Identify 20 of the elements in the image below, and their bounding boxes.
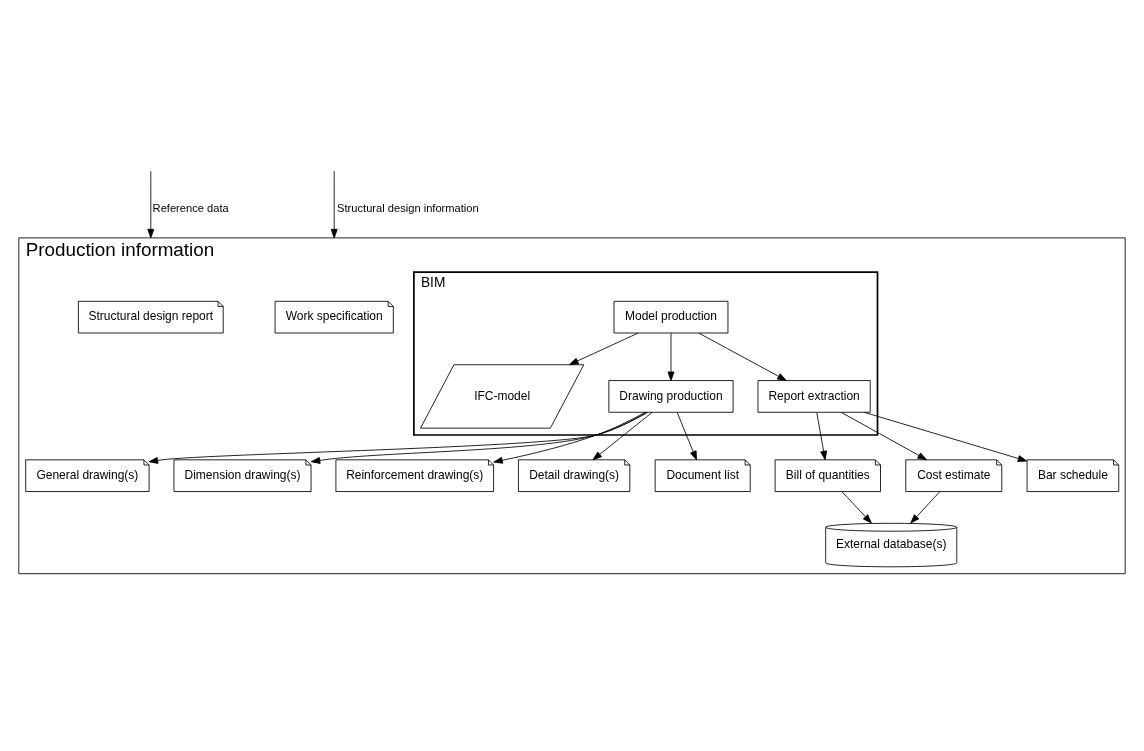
arrow [841,491,872,524]
arrow [569,332,639,365]
arrow [676,412,697,461]
arrow [493,411,646,464]
node-box: Model production [613,300,729,334]
arrow [667,332,675,381]
node-box: Report extraction [757,380,871,413]
arrow [816,412,828,461]
arrow [910,491,941,524]
arrow [698,332,787,381]
arrow [863,411,1028,462]
edge-label: Structural design information [337,201,479,214]
arrow [592,412,653,461]
arrow [330,170,338,239]
arrow [840,412,927,461]
arrow [148,411,648,464]
arrow [310,411,648,464]
edge-label: Reference data [152,201,229,214]
node-box: Drawing production [608,380,734,413]
arrow [147,170,155,239]
